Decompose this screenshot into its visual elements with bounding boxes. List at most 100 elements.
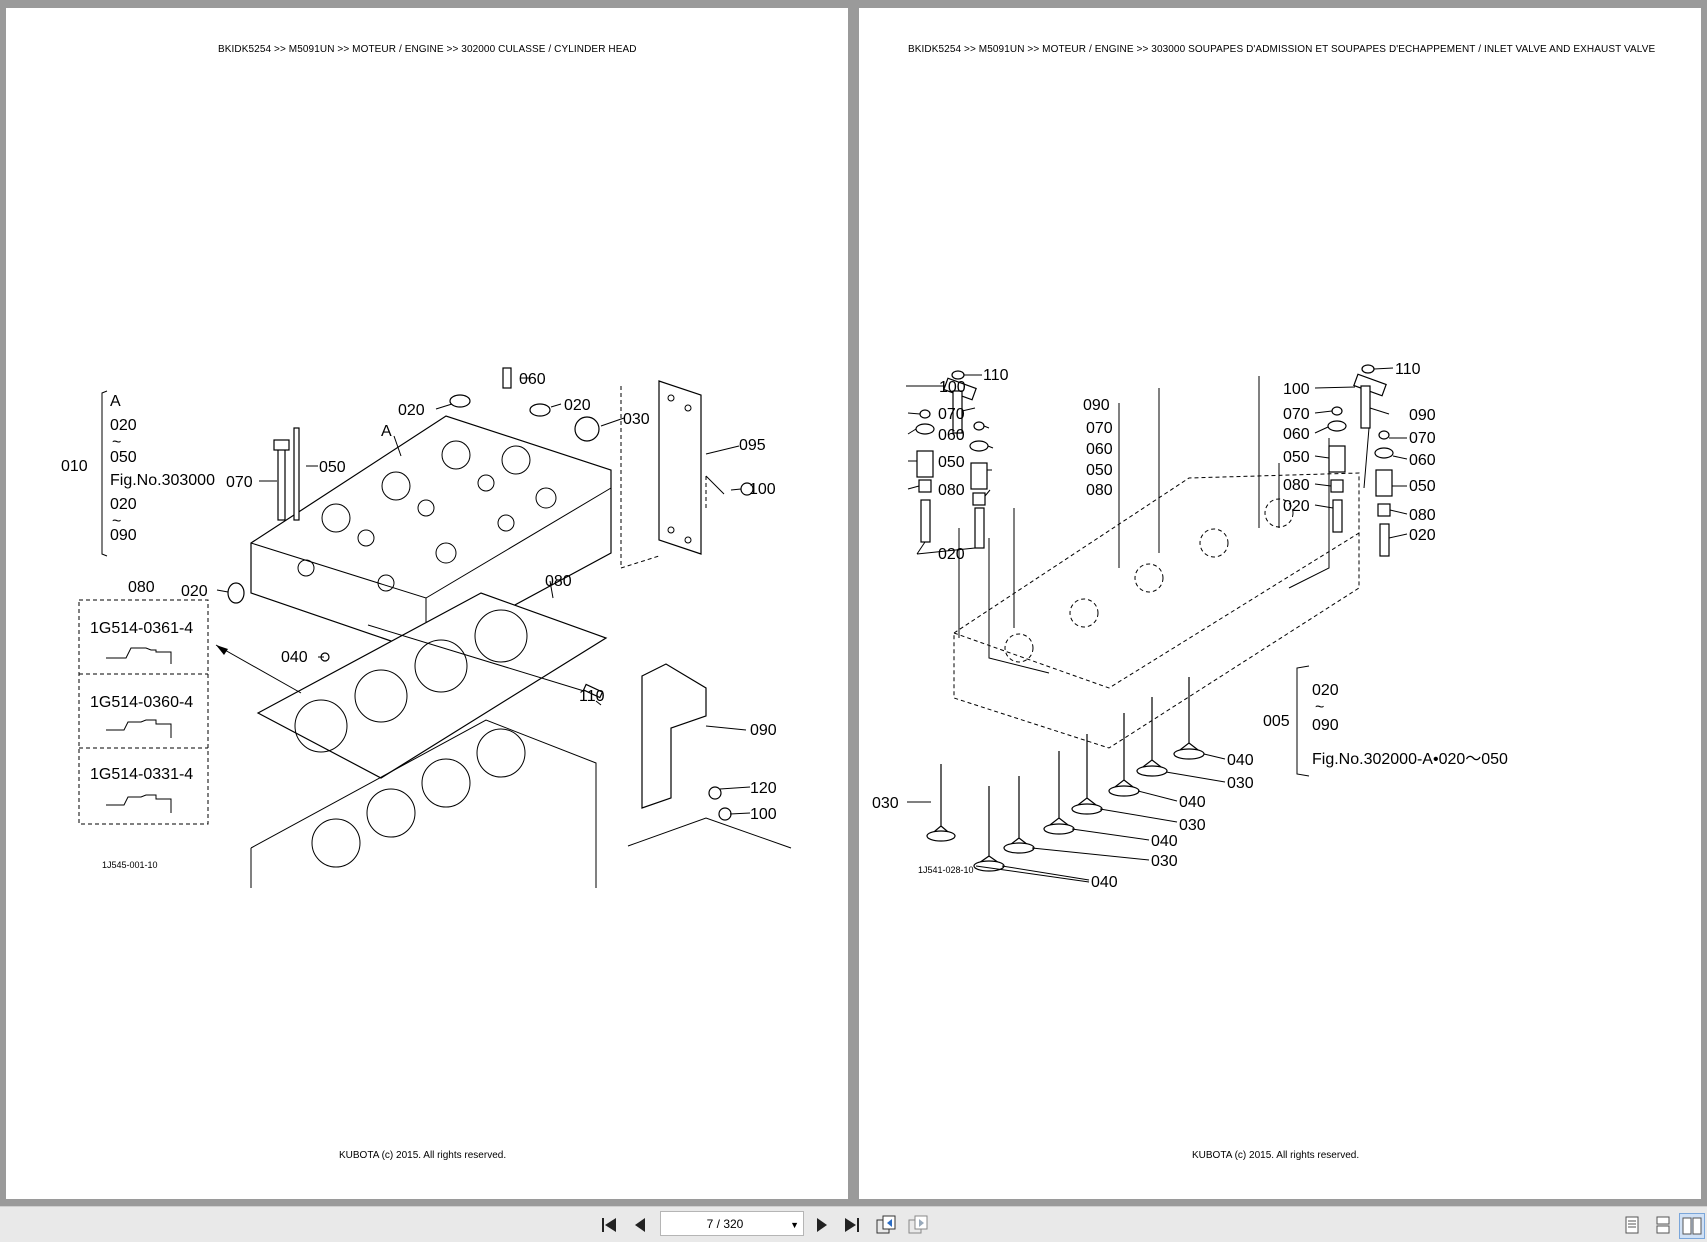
callout-label: 080 xyxy=(1086,482,1113,499)
callout-label: 110 xyxy=(1395,361,1421,378)
callout-label: 020 xyxy=(110,496,137,513)
callout-label: 020 xyxy=(1312,682,1339,699)
callout-label: 020 xyxy=(564,397,591,414)
callout-label: 050 xyxy=(1409,478,1436,495)
valve-cap-110 xyxy=(951,370,965,380)
gasket-part-number: 1G514-0331-4 xyxy=(90,766,193,783)
callout-label: 020 xyxy=(181,583,208,600)
callout-label: 090 xyxy=(110,527,137,544)
page-dropdown-icon[interactable]: ▼ xyxy=(790,1220,799,1230)
go-forward-icon xyxy=(908,1215,928,1234)
last-page-icon xyxy=(845,1218,859,1232)
callout-label: 060 xyxy=(1086,441,1113,458)
callout-label: 110 xyxy=(579,688,605,705)
callout-label: 100 xyxy=(939,379,966,396)
callout-label: 080 xyxy=(545,573,572,590)
continuous-view-button[interactable] xyxy=(1651,1213,1675,1237)
callout-label: 110 xyxy=(983,367,1009,384)
valve-diagram: 100 110 070 090 060 070 050 060 080 050 … xyxy=(872,361,1508,891)
cover-plate xyxy=(658,380,702,555)
continuous-page-icon xyxy=(1656,1216,1670,1234)
callout-label: 090 xyxy=(1083,397,1110,414)
callout-label: 070 xyxy=(938,406,965,423)
gasket-part-number: 1G514-0361-4 xyxy=(90,620,193,637)
callout-label: 100 xyxy=(750,806,777,823)
callout-label: 060 xyxy=(519,371,546,388)
callout-label: 030 xyxy=(623,411,650,428)
callout-label: 070 xyxy=(1283,406,1310,423)
callout-label: 060 xyxy=(938,427,965,444)
viewer-toolbar: 7 / 320 ▼ xyxy=(0,1206,1707,1242)
gasket-profile-icon xyxy=(106,647,172,664)
previous-page-icon xyxy=(635,1218,645,1232)
callout-label: 050 xyxy=(110,449,137,466)
callout-label: 010 xyxy=(61,458,88,475)
callout-label: 040 xyxy=(1151,833,1178,850)
callout-label: 080 xyxy=(1283,477,1310,494)
callout-label: 020 xyxy=(398,402,425,419)
callout-label: Fig.No.303000 xyxy=(110,472,215,489)
head-gasket xyxy=(256,592,608,779)
callout-label: 050 xyxy=(1283,449,1310,466)
callout-label: 080 xyxy=(1409,507,1436,524)
cylinder-head-diagram: 010 A 020 ~ 050 Fig.No.303000 020 ~ 090 xyxy=(61,367,792,888)
callout-label: 070 xyxy=(1409,430,1436,447)
callout-label: Fig.No.302000-A•020～050 xyxy=(1312,751,1508,768)
facing-pages-view-button[interactable] xyxy=(1679,1213,1705,1239)
plug-020 xyxy=(449,394,471,408)
gasket-profile-icon xyxy=(106,719,172,738)
stud-110 xyxy=(582,683,604,699)
figure-id: 1J541-028-10 xyxy=(918,865,974,875)
page-number-input[interactable]: 7 / 320 ▼ xyxy=(660,1211,804,1236)
callout-label: 050 xyxy=(1086,462,1113,479)
callout-label: 040 xyxy=(1091,874,1118,891)
callout-label: 030 xyxy=(1227,775,1254,792)
callout-label: 070 xyxy=(226,474,253,491)
single-page-view-button[interactable] xyxy=(1620,1213,1644,1237)
callout-label: 080 xyxy=(938,482,965,499)
callout-label: 120 xyxy=(750,780,777,797)
callout-label: 020 xyxy=(1409,527,1436,544)
first-page-button[interactable] xyxy=(597,1213,621,1237)
go-back-button[interactable] xyxy=(874,1213,898,1237)
callout-label: 050 xyxy=(319,459,346,476)
callout-label: 070 xyxy=(1086,420,1113,437)
callout-label: 060 xyxy=(1409,452,1436,469)
callout-label: 005 xyxy=(1263,713,1290,730)
valve-spring xyxy=(916,450,934,478)
bracket-line xyxy=(101,390,108,557)
callout-label: 030 xyxy=(872,795,899,812)
figure-id: 1J545-001-10 xyxy=(102,860,158,870)
callout-label: ~ xyxy=(1315,699,1324,716)
facing-pages-icon xyxy=(1682,1217,1702,1235)
callout-label: 080 xyxy=(128,579,155,596)
callout-label: 030 xyxy=(1179,817,1206,834)
callout-label: 030 xyxy=(1151,853,1178,870)
valve-guide xyxy=(920,499,931,543)
gasket-profile-icon xyxy=(106,794,172,813)
callout-label: 090 xyxy=(750,722,777,739)
go-forward-button[interactable] xyxy=(906,1213,930,1237)
callout-label: 090 xyxy=(1312,717,1339,734)
previous-page-button[interactable] xyxy=(628,1213,652,1237)
single-page-icon xyxy=(1625,1216,1639,1234)
callout-label: 095 xyxy=(739,437,766,454)
page-footer: KUBOTA (c) 2015. All rights reserved. xyxy=(1192,1150,1360,1161)
callout-label: 100 xyxy=(1283,381,1310,398)
plug-030 xyxy=(574,416,600,442)
callout-label: ~ xyxy=(112,513,121,530)
go-back-icon xyxy=(876,1215,896,1234)
callout-label: 040 xyxy=(1227,752,1254,769)
page-header: BKIDK5254 >> M5091UN >> MOTEUR / ENGINE … xyxy=(908,44,1656,55)
gasket-part-number: 1G514-0360-4 xyxy=(90,694,193,711)
gasket-options-box xyxy=(78,599,209,825)
stud-050 xyxy=(293,427,300,521)
callout-label: 020 xyxy=(938,546,965,563)
next-page-icon xyxy=(817,1218,827,1232)
callout-label: 020 xyxy=(110,417,137,434)
page-indicator: 7 / 320 xyxy=(706,1216,744,1231)
next-page-button[interactable] xyxy=(810,1213,834,1237)
callout-label: 090 xyxy=(1409,407,1436,424)
last-page-button[interactable] xyxy=(840,1213,864,1237)
callout-label: 040 xyxy=(1179,794,1206,811)
